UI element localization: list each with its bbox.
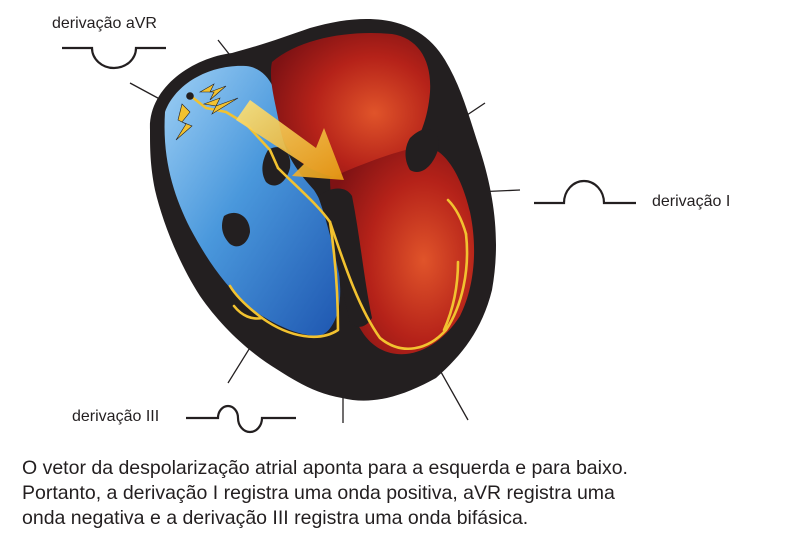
right-ventricle-fold [222,212,250,247]
lead-i-label: derivação I [652,193,731,210]
sa-node-dot [186,92,194,100]
left-wall-fold [405,129,439,172]
caption-line-1: O vetor da despolarização atrial aponta … [22,457,628,479]
conduction-system [190,95,469,351]
internodal-pathway [190,95,280,170]
lead-avr-label: derivação aVR [52,15,157,32]
caption-line-3: onda negativa e a derivação III registra… [22,507,529,529]
lead-i-waveform [534,179,636,205]
purkinje-fibers-right [232,304,264,320]
left-atrium [270,33,431,179]
purkinje-fibers-left [442,198,468,332]
his-bundle [276,166,332,224]
lead-avr-waveform [62,46,166,70]
caption-line-2: Portanto, a derivação I registra uma ond… [22,482,615,504]
heart-diagram [62,18,636,434]
lead-iii-label: derivação III [72,408,160,425]
depolarization-vector-arrow [236,100,344,180]
figure-caption: O vetor da despolarização atrial aponta … [22,456,782,531]
lightning-bolt-icon [175,83,239,141]
right-bundle-branch [228,220,340,339]
right-heart-chambers [164,65,341,336]
lead-iii-waveform [186,404,296,434]
left-bundle-branch [328,220,469,351]
